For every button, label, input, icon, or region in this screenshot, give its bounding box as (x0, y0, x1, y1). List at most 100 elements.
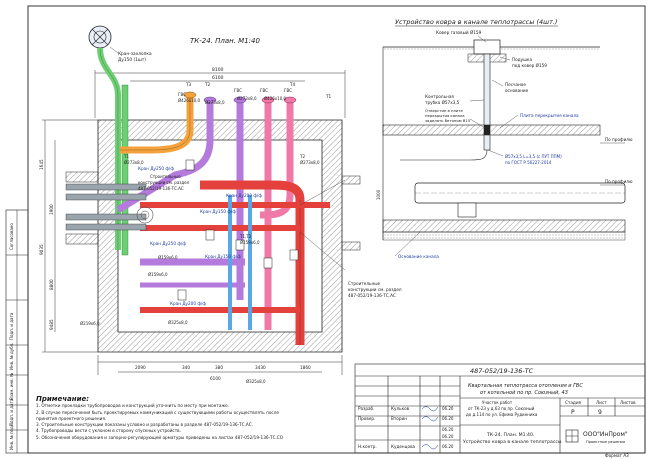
dim-bot-380: 380 (215, 365, 223, 370)
title-project-2: от котельной по пр. Союзный, 43 (480, 390, 568, 396)
valve-label-1: Кран Ду250 ф/ф (138, 166, 174, 171)
carpet-podushka-2: под ковер Ø159 (512, 63, 547, 68)
dim-bot-340: 340 (182, 365, 190, 370)
dimension-top (94, 70, 346, 118)
format-label: Формат А3 (605, 453, 629, 458)
tb-h-sheets: Листов (620, 400, 636, 405)
constr-label-2a: Строительные (348, 281, 381, 286)
tb-row5-date: 06.20 (442, 444, 454, 449)
title-sheet-2: Устройство ковра в канале теплотрассы (463, 438, 562, 445)
crane-valve (88, 25, 112, 49)
channel-left (65, 171, 99, 245)
carpet-otv-2: перекрытия канала (425, 113, 465, 118)
label-t4: Т4 (289, 82, 296, 87)
tb-row4-date: 06.20 (442, 434, 454, 439)
notes-title: Примечание: (36, 395, 90, 403)
carpet-profile-1: По профилю (605, 137, 633, 142)
valve-label-2: Кран Ду200 ф/ф (226, 193, 262, 198)
carpet-plita: Плита перекрытия канала (520, 113, 579, 118)
dim-bot-1860: 1860 (300, 365, 311, 370)
label-d219: Ø219х6,0 (80, 321, 100, 326)
label-d273-a: Ø273х8,0 (205, 100, 225, 105)
pipe-red (140, 180, 330, 345)
stamp-podp-1: Подп. и дата (9, 398, 14, 426)
channel-right (341, 175, 361, 251)
company-logo (565, 429, 579, 443)
carpet-otv-3: заделать бетоном В15 (425, 118, 471, 123)
pipe-green (97, 47, 129, 256)
tb-row3-date: 06.20 (442, 427, 454, 432)
dimension-left (42, 119, 98, 353)
signatures (421, 406, 439, 450)
carpet-pesok-2: основание (505, 88, 529, 93)
constr-label-1c: 487-052/19-136-ТС.АС (138, 186, 184, 191)
label-d273-b: Ø273х8,0 (237, 96, 257, 101)
carpet-kontr-2: трубка Ø57х3,5 (425, 100, 460, 105)
plan-title: ТК-24. План. М1:40 (190, 37, 260, 45)
carpet-pesok-1: Песчаное (505, 82, 526, 87)
pipe-blue (228, 195, 252, 330)
carpet-kontr-1: Контрольная (425, 94, 454, 99)
title-sheet-1: ТК-24. План. М1:40. (486, 432, 534, 438)
constr-label-2b: конструкции см. раздел (348, 287, 402, 292)
label-d273-t1: Ø273х8,0 (124, 160, 144, 165)
constr-label-1b: конструкции см. раздел (138, 180, 190, 185)
tb-stage: Р (571, 409, 575, 416)
constr-label-1a: Строительные (150, 174, 181, 179)
label-d325-a: Ø325х8,0 (168, 320, 188, 325)
carpet-otv-1: Отверстие в плите (425, 108, 464, 113)
stamp-agreed: Согласовано (9, 223, 14, 250)
tb-row1-role: Разраб. (358, 406, 374, 411)
tb-row5-name: Куденцова (391, 444, 416, 449)
valve-label-6: Кран Ду200 ф/ф (170, 301, 206, 306)
label-t3-pipe: Т1 (123, 154, 129, 159)
carpet-leaders (394, 35, 625, 257)
carpet-gost: по ГОСТ Р 56227-2014 (505, 160, 552, 165)
label-t1t2: Т1,Т2 (239, 234, 252, 239)
dim-bot-3430: 3430 (255, 365, 266, 370)
tb-company-2: Проектные решения (586, 440, 625, 444)
title-project-1: Квартальная теплотрасса отопления и ГВС (468, 383, 583, 389)
dim-left-9035: 9035 (39, 244, 44, 255)
carpet-kover: Ковер газовый Ø159 (436, 30, 482, 35)
tb-company-1: ООО"ИнПром" (583, 431, 628, 438)
carpet-profile-2: По профилю (605, 179, 633, 184)
label-t3: Т3 (185, 82, 192, 87)
stamp-podp-2: Подп. и дата (9, 312, 14, 340)
valve-label-4: Кран Ду250 ф/ф (150, 241, 186, 246)
tb-sheet: 9 (598, 409, 602, 416)
title-block (354, 363, 646, 454)
stamp-inv-podl: Инв. № подл. (9, 422, 14, 450)
tb-row5-role: Н.контр. (358, 444, 377, 449)
dim-left-9485: 9485 (49, 319, 54, 330)
carpet-pipe-spec: Ø57х3,5 L=3,5 (c ПУТ ППМ) (505, 154, 562, 159)
label-t2: Т2 (204, 82, 211, 87)
stamp-vzam: Взам. инв. № (9, 373, 14, 400)
title-stage-1: Участок работ (482, 400, 513, 405)
label-d325-b: Ø325х8,0 (246, 379, 266, 384)
label-gvs-3: ГВС (260, 88, 268, 93)
note-3: принятия проектного решения. (36, 415, 107, 421)
chamber-walls (97, 119, 343, 353)
note-2: 2. В случае пересечения быть проектируем… (36, 409, 279, 415)
carpet-dim-1000: 1000 (376, 189, 381, 200)
label-d273-c: Ø273х8,0 (300, 160, 320, 165)
pipe-orange (120, 91, 197, 154)
title-code: 487-052/19-136-ТС (470, 367, 534, 375)
dim-6100-top: 6100 (212, 75, 224, 81)
crane-label-2: Ду150 (1шт) (118, 57, 146, 63)
tb-h-stage: Стадия (565, 400, 582, 405)
pipe-purple (116, 96, 247, 300)
dim-left-1900: 1900 (49, 204, 54, 215)
tb-row1-name: Кульков (391, 406, 410, 411)
label-d426-t3: Ø426х10,0 (264, 96, 287, 101)
tb-row2-name: Вторин (391, 416, 407, 421)
valve-markers (177, 159, 299, 301)
constr-label-2c: 487-052/19-136-ТС.АС (348, 293, 396, 298)
carpet-osnov: Основание канала (398, 254, 439, 259)
dim-8100: 8100 (212, 67, 224, 73)
valve-label-5: Кран Ду150 ф/ф (205, 254, 241, 259)
label-gvs-2: ГВС (234, 88, 242, 93)
notes-block: Примечание: 1. Отметки прокладки трубопр… (36, 395, 396, 441)
pipe-pink (259, 96, 297, 330)
